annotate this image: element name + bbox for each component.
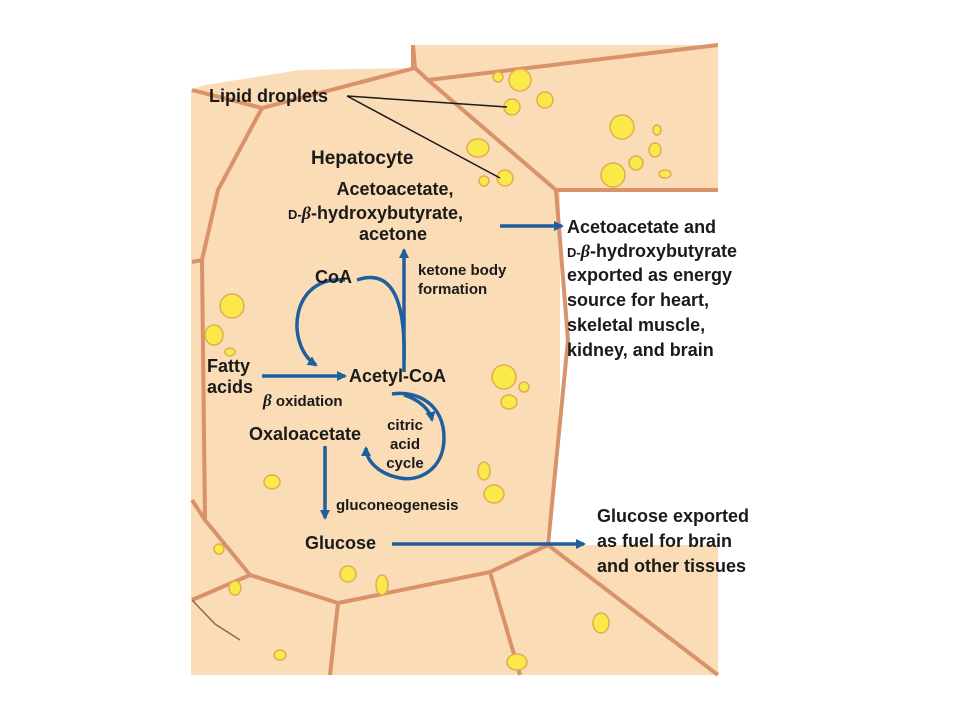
export-glucose-line-3: and other tissues [597,556,746,576]
droplet [477,461,491,481]
d-prefix: D- [567,245,581,260]
citric-acid-cycle-label-1: citric [387,417,423,434]
droplet [273,649,287,661]
droplet [518,381,530,393]
droplet [496,169,514,187]
acetyl-coa-to-cycle-arrow [403,393,436,422]
export-glucose-line-1: Glucose exported [597,506,749,526]
droplet [628,155,644,171]
glucose-export-text: Glucose exported as fuel for brain and o… [597,506,749,576]
export-glucose-line-2: as fuel for brain [597,531,732,551]
ketone-body-formation-label-2: formation [418,281,487,298]
droplet [228,580,242,596]
droplet [478,175,490,187]
lipid-droplets-label: Lipid droplets [209,86,328,106]
coa-recycle-arrow [295,275,406,365]
hydroxybutyrate-suffix: -hydroxybutyrate, [311,203,463,223]
export-ketone-line-1: Acetoacetate and [567,217,716,237]
hydroxybutyrate-suffix: -hydroxybutyrate [590,241,737,261]
droplet [508,68,532,92]
pointer-line [346,95,508,108]
ketone-body-formation-label-1: ketone body [418,262,507,279]
glucose-label: Glucose [305,533,376,553]
ketone-bodies-label: Acetoacetate, [336,179,453,199]
droplet [600,162,626,188]
pointer-line [346,95,501,179]
export-ketone-line-6: kidney, and brain [567,340,714,360]
oxidation-text: oxidation [272,393,343,410]
droplet [204,324,224,346]
beta-symbol: β [301,203,312,223]
pathway-arrows [262,221,586,549]
acetone-label: acetone [359,224,427,244]
lipid-droplets [204,68,672,671]
tissue-background [190,44,720,675]
export-ketone-line-5: skeletal muscle, [567,315,705,335]
citric-acid-cycle-label-3: cycle [386,455,424,472]
droplet [648,142,662,158]
beta-oxidation-label: β oxidation [262,391,343,410]
export-ketone-line-3: exported as energy [567,265,732,285]
droplet [609,114,635,140]
droplet [658,169,672,179]
bottom-left-cell-membrane [190,498,340,676]
droplet [500,394,518,410]
beta-symbol: β [262,391,272,410]
droplet [492,71,504,83]
top-left-cutout [190,44,413,90]
citric-acid-cycle-arrow [361,391,446,481]
bottom-left-dark-edge [191,599,241,641]
droplet [213,543,225,555]
coa-label: CoA [315,267,352,287]
droplet [224,347,236,357]
ketone-export-text: Acetoacetate and D-β-hydroxybutyrate exp… [567,217,737,360]
lipid-pointer-lines [346,95,508,179]
droplet [263,474,281,490]
hydroxybutyrate-label: D-β-hydroxybutyrate, [288,203,463,223]
right-cutout [545,190,720,545]
droplet [536,91,554,109]
droplet [219,293,245,319]
droplet [466,138,490,158]
droplet [506,653,528,671]
export-ketone-line-4: source for heart, [567,290,709,310]
oxaloacetate-label: Oxaloacetate [249,424,361,444]
d-prefix: D- [288,207,302,222]
hepatocyte-label: Hepatocyte [311,148,413,169]
droplet [483,484,505,504]
acetyl-coa-label: Acetyl-CoA [349,366,446,386]
right-upper-cell-membrane [411,44,417,69]
cell-membranes [190,43,720,677]
droplet [339,565,357,583]
gluconeogenesis-label: gluconeogenesis [336,497,459,514]
droplet [375,574,389,596]
fatty-acids-label-2: acids [207,377,253,397]
export-ketone-line-2: D-β-hydroxybutyrate [567,241,737,261]
droplet [491,364,517,390]
beta-symbol: β [580,241,591,261]
droplet [652,124,662,136]
left-cell-membrane [191,88,263,264]
droplet [592,612,610,634]
citric-acid-cycle-label-2: acid [390,436,420,453]
fatty-acids-label-1: Fatty [207,356,250,376]
